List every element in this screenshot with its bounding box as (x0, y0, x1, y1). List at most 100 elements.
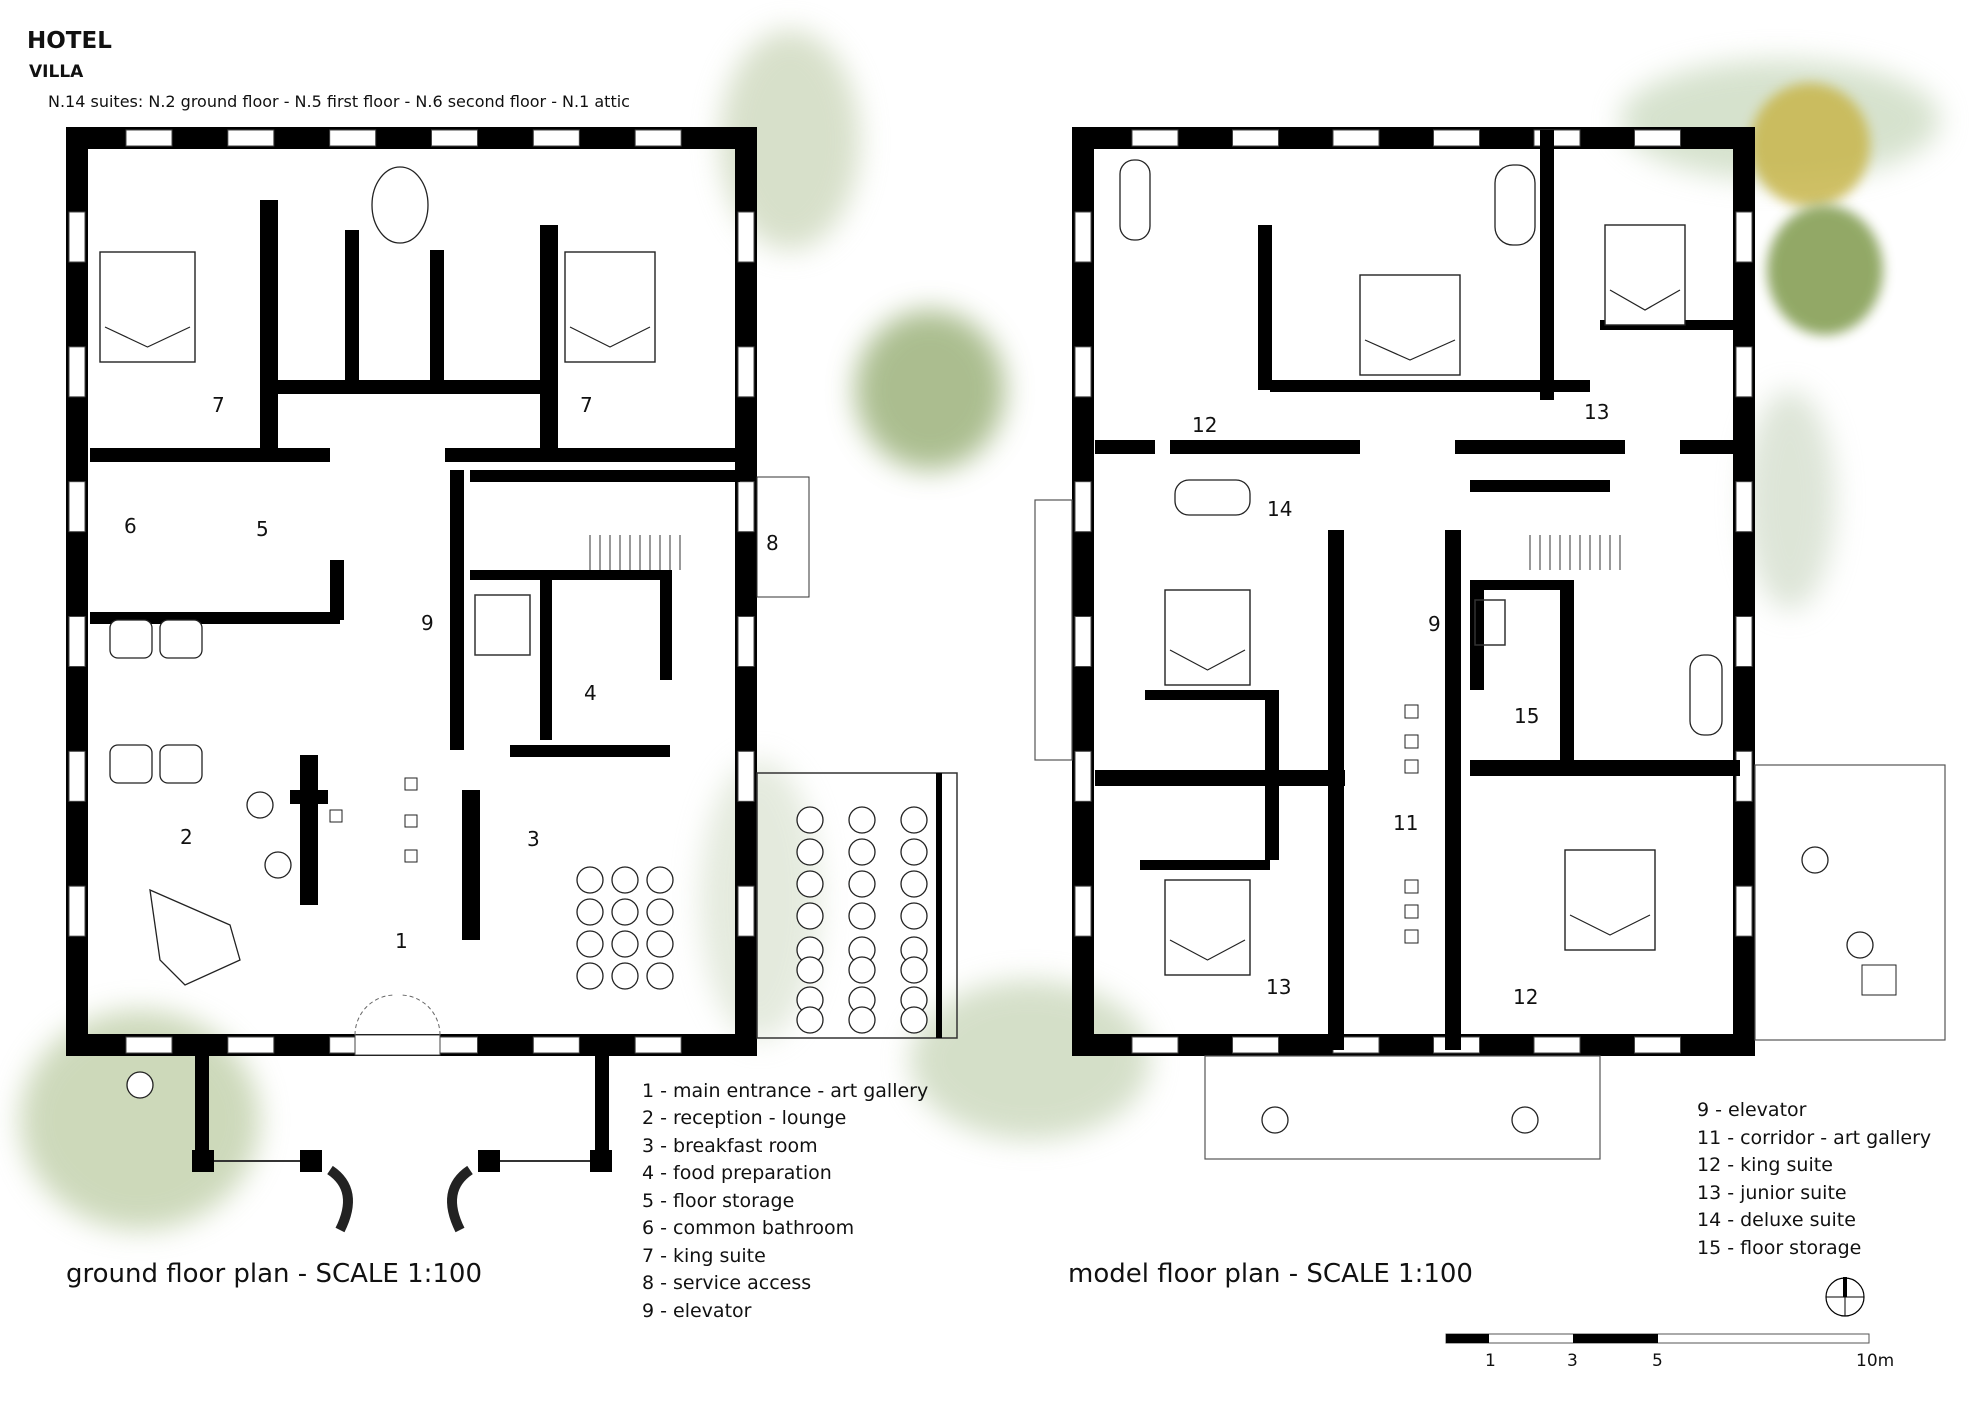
chair (900, 902, 928, 930)
display-plinth (1404, 929, 1419, 944)
window (1735, 750, 1753, 802)
suites-summary: N.14 suites: N.2 ground floor - N.5 firs… (48, 92, 630, 111)
display-plinth (1404, 879, 1419, 894)
wall (510, 745, 670, 757)
display-plinth (329, 809, 343, 823)
model-legend: 9 - elevator 11 - corridor - art gallery… (1697, 1099, 1931, 1259)
curved-bench (447, 1165, 474, 1233)
bathtub (1689, 654, 1723, 736)
window (1533, 1036, 1581, 1054)
bed-sheet (1609, 289, 1681, 311)
legend-item: 5 - floor storage (642, 1190, 794, 1212)
hotel-subtitle: VILLA (29, 62, 84, 82)
room-number: 4 (584, 681, 597, 705)
wall (462, 790, 480, 940)
chair (796, 838, 824, 866)
chair (576, 930, 604, 958)
bed (1359, 274, 1461, 376)
window (1433, 129, 1480, 147)
chair (900, 870, 928, 898)
window (431, 129, 478, 147)
hotel-title: HOTEL (27, 28, 112, 54)
scale-tick: 5 (1652, 1351, 1663, 1371)
chair (646, 866, 674, 894)
window (737, 481, 755, 533)
window (737, 211, 755, 263)
legend-item: 12 - king suite (1697, 1154, 1833, 1176)
chair (611, 930, 639, 958)
window (1232, 129, 1279, 147)
bed-sheet (569, 326, 651, 348)
chair (611, 962, 639, 990)
balcony (1034, 499, 1073, 761)
room-number: 12 (1513, 985, 1538, 1009)
chair (646, 898, 674, 926)
scale-bar: 1 3 5 10m (1445, 1333, 1894, 1371)
legend-item: 1 - main entrance - art gallery (642, 1080, 928, 1102)
wall (470, 470, 740, 482)
room-number: 7 (212, 393, 225, 417)
bed (564, 251, 656, 363)
room-number: 6 (124, 514, 137, 538)
wall (90, 612, 340, 624)
wall (470, 570, 670, 580)
display-plinth (1404, 734, 1419, 749)
armchair (159, 619, 203, 659)
window (1131, 1036, 1179, 1054)
window (532, 129, 580, 147)
curved-bench (326, 1165, 353, 1233)
wall (1480, 580, 1560, 590)
armchair (109, 744, 153, 784)
wall (450, 470, 464, 750)
wall (300, 1150, 322, 1172)
legend-item: 8 - service access (642, 1272, 811, 1294)
wall (1455, 440, 1625, 454)
wall (195, 1056, 209, 1156)
window (1735, 481, 1753, 533)
window (737, 346, 755, 398)
chair (796, 1006, 824, 1034)
service-access (756, 476, 810, 598)
wall (1540, 130, 1554, 400)
window (1074, 750, 1092, 802)
bed-sheet (1169, 939, 1246, 961)
window (1735, 346, 1753, 398)
elevator-shaft (474, 594, 531, 656)
wall (1680, 440, 1735, 454)
wall (192, 1150, 214, 1172)
bed (1564, 849, 1656, 951)
legend-item: 13 - junior suite (1697, 1182, 1847, 1204)
chair (900, 956, 928, 984)
model-floor-plan (1034, 127, 1946, 1160)
window (1232, 1036, 1279, 1054)
window (329, 129, 377, 147)
ground-legend: 1 - main entrance - art gallery 2 - rece… (642, 1080, 928, 1322)
wall (1095, 770, 1345, 786)
room-number: 9 (1428, 612, 1441, 636)
display-plinth (1404, 704, 1419, 719)
loggia (1204, 1055, 1601, 1160)
wall (595, 1056, 609, 1156)
chair (848, 902, 876, 930)
room-number: 13 (1266, 975, 1291, 999)
bed (1604, 224, 1686, 326)
wall (1470, 760, 1740, 776)
scale-tick: 1 (1485, 1351, 1496, 1371)
window (1074, 616, 1092, 667)
bed (1164, 589, 1251, 686)
window (68, 750, 86, 802)
north-arrow-icon (1825, 1277, 1865, 1317)
chair (126, 1071, 154, 1099)
window (737, 885, 755, 937)
scale-tick: 3 (1567, 1351, 1578, 1371)
chair (900, 1006, 928, 1034)
room-number: 3 (527, 827, 540, 851)
room-number: 1 (395, 929, 408, 953)
chair (1801, 846, 1829, 874)
room-number: 13 (1584, 400, 1609, 424)
chair (576, 898, 604, 926)
window (1634, 129, 1681, 147)
window (227, 129, 275, 147)
window (68, 616, 86, 667)
